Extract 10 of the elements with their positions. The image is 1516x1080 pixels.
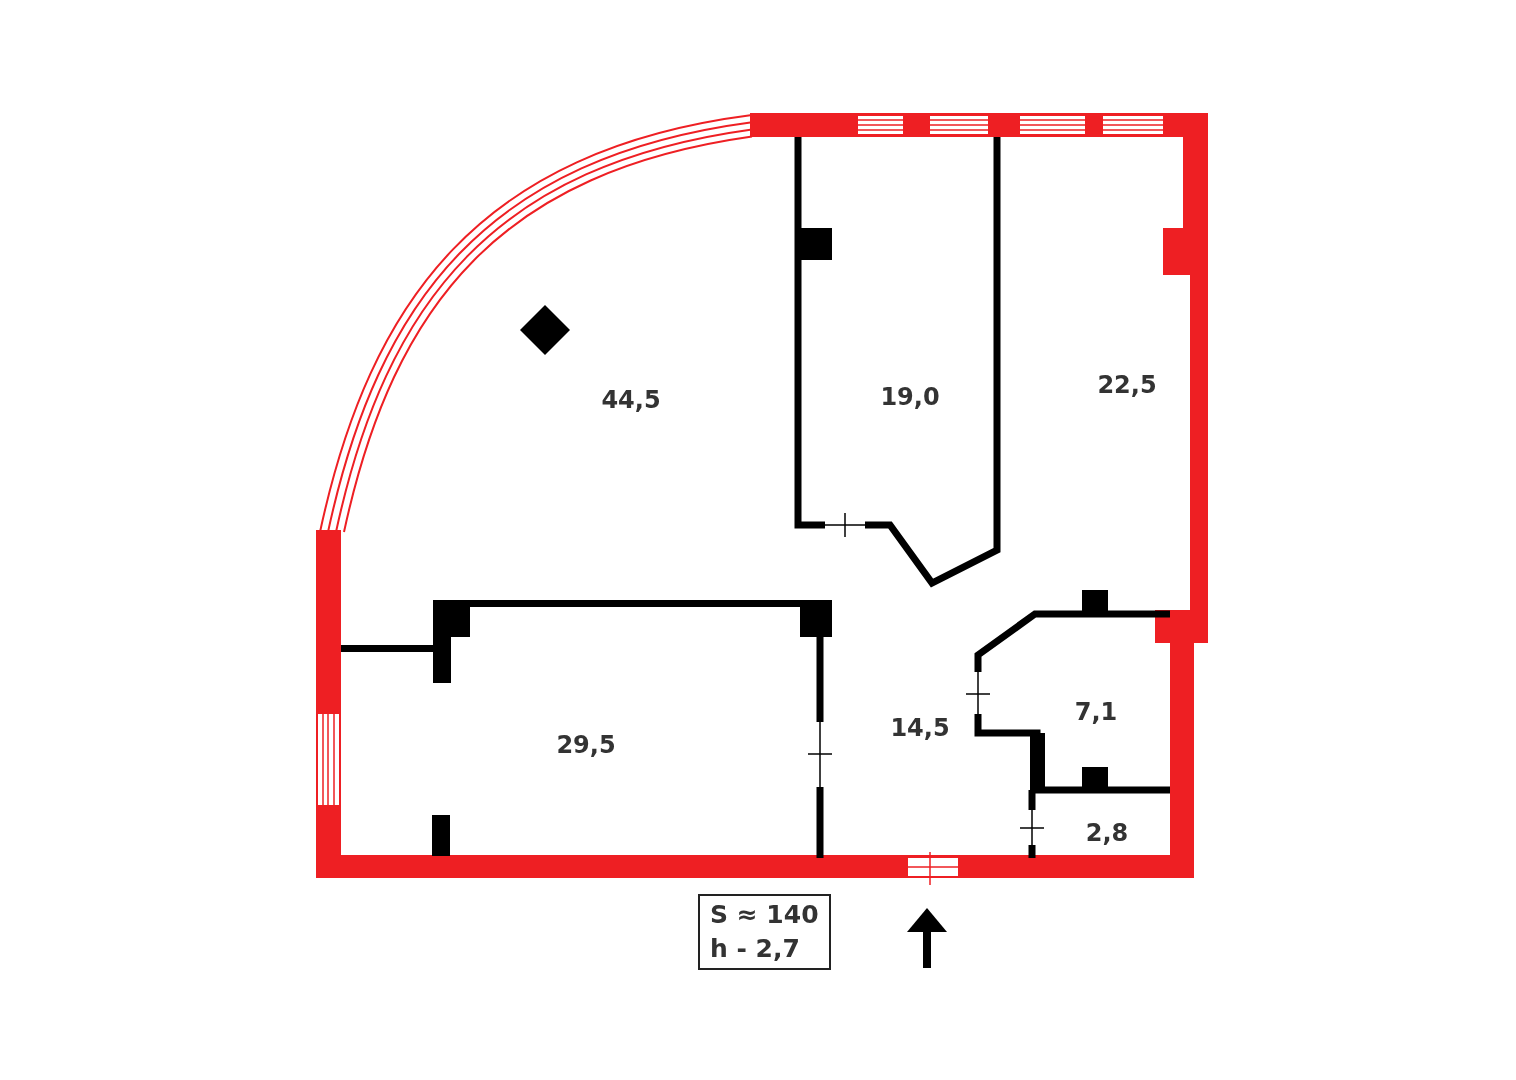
room-area: 29,5 bbox=[556, 731, 616, 759]
room-area: 14,5 bbox=[890, 714, 950, 742]
height-text: h - 2,7 bbox=[710, 933, 801, 965]
room-area: 2,8 bbox=[1085, 819, 1129, 847]
room-area: 7,1 bbox=[1074, 698, 1118, 726]
room-area: 22,5 bbox=[1097, 371, 1157, 399]
room-area: 19,0 bbox=[880, 383, 940, 411]
info-box bbox=[698, 894, 831, 970]
area-text: S ≈ 140 bbox=[710, 899, 819, 931]
room-area: 44,5 bbox=[601, 386, 661, 414]
